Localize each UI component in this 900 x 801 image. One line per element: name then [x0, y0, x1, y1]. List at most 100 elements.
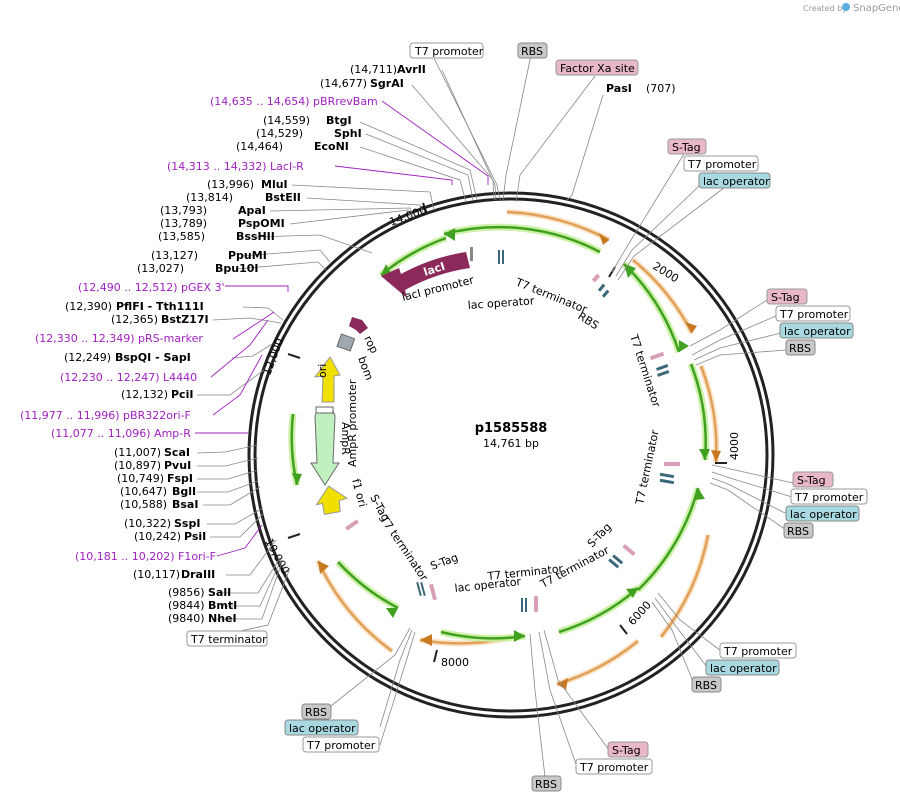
- site-name-salI: SalI: [208, 586, 231, 599]
- s-tag-b-label: S-Tag: [429, 551, 460, 573]
- box-t7-promoter-4: T7 promoter: [794, 491, 864, 504]
- site-pos-pspOMI: (13,789): [160, 217, 207, 230]
- primer-pGEX3: (12,490 .. 12,512) pGEX 3': [78, 281, 225, 294]
- site-name-avrII: AvrII: [397, 63, 426, 76]
- box-t7-promoter-1: T7 promoter: [414, 45, 484, 58]
- tick-label-8000: 8000: [441, 656, 469, 669]
- site-name-pflFI: PflFI - Tth111I: [116, 300, 204, 313]
- site-pos-avrII: (14,711): [350, 63, 397, 76]
- box-rbs-3: RBS: [787, 525, 809, 538]
- site-name-sspI: SspI: [174, 517, 200, 530]
- primer-Amp-R: (11,077 .. 11,096) Amp-R: [51, 427, 191, 440]
- lac-operator-b-label: lac operator: [454, 575, 522, 595]
- site-pos-mluI: (13,996): [207, 178, 254, 191]
- rop-arrow: [349, 317, 368, 334]
- site-pos-sphI: (14,529): [256, 127, 303, 140]
- ampr-promoter-label: AmpR promoter: [346, 379, 359, 467]
- site-name-btgI: BtgI: [326, 114, 352, 127]
- site-name-bssHII: BssHII: [236, 230, 275, 243]
- primer-pRS-marker: (12,330 .. 12,349) pRS-marker: [35, 332, 203, 345]
- green-arc-7: [337, 561, 399, 610]
- site-name-bstZ17I: BstZ17I: [161, 313, 209, 326]
- f1-ori-label: f1 ori: [349, 477, 369, 508]
- site-pos-bstZ17I: (12,365): [111, 313, 158, 326]
- ampr-promoter-box: [315, 406, 334, 414]
- s-tag-c-label: S-Tag: [367, 492, 392, 523]
- site-name-fspI: FspI: [167, 472, 193, 485]
- tick-label-12000: 12,000: [261, 336, 286, 377]
- site-pos-pciI: (12,132): [121, 388, 168, 401]
- primer-pBRrevBam: (14,635 .. 14,654) pBRrevBam: [210, 95, 378, 108]
- site-name-apaI: ApaI: [238, 204, 266, 217]
- backbone: [247, 191, 775, 719]
- lac-operator-label: lac operator: [467, 294, 535, 312]
- box-factor-xa-site: Factor Xa site: [560, 62, 635, 75]
- box-lac-operator-1: lac operator: [703, 175, 770, 188]
- site-pos-apaI: (13,793): [160, 204, 207, 217]
- site-pos-ecoNI: (14,464): [236, 140, 283, 153]
- site-pos-sgrAI: (14,677): [320, 77, 367, 90]
- box-rbs-1: RBS: [521, 45, 543, 58]
- primer-lines: [195, 100, 489, 557]
- site-name-ppuMI: PpuMI: [228, 249, 267, 262]
- site-pos-draIII: (10,117): [133, 568, 180, 581]
- site-pos-sspI: (10,322): [124, 517, 171, 530]
- tick-6000: [619, 624, 628, 635]
- site-name-bmtI: BmtI: [208, 599, 237, 612]
- box-rbs-5: RBS: [535, 778, 557, 791]
- tick-label-14000: 14,000: [388, 203, 429, 228]
- box-t7-promoter-3: T7 promoter: [779, 308, 849, 321]
- tick-label-6000: 6000: [626, 599, 654, 629]
- green-arc-4: [637, 487, 700, 591]
- site-pos-bssHII: (13,585): [158, 230, 205, 243]
- rbs-a-label: RBS: [575, 310, 601, 333]
- site-pos-bspQI: (12,249): [64, 351, 111, 364]
- primer-F1ori-F: (10,181 .. 10,202) F1ori-F: [75, 550, 216, 563]
- ori-arrow: [313, 356, 341, 403]
- box-lac-operator-3: lac operator: [790, 508, 857, 521]
- tick-10000: [287, 533, 301, 539]
- site-name-bpu10I: Bpu10I: [215, 262, 259, 275]
- tick-12000: [287, 353, 301, 359]
- box-t7-promoter-2: T7 promoter: [687, 158, 757, 171]
- site-pos-pvuI: (10,897): [114, 459, 161, 472]
- box-rbs-6: RBS: [305, 706, 327, 719]
- site-name-psiI: PsiI: [184, 530, 206, 543]
- box-t7-promoter-7: T7 promoter: [306, 739, 376, 752]
- arrowheads: [292, 228, 721, 690]
- t7-terminator-f-label: T7 terminator: [377, 513, 431, 584]
- box-lac-operator-4: lac operator: [710, 662, 777, 675]
- site-pos-salI: (9856): [168, 586, 205, 599]
- site-pos-bpu10I: (13,027): [137, 262, 184, 275]
- brand-logo: Created by SnapGene: [803, 3, 900, 14]
- site-name-pvuI: PvuI: [164, 459, 191, 472]
- bom-label: bom: [355, 355, 376, 382]
- rop-label: rop: [361, 334, 381, 356]
- site-pos-nheI: (9840): [168, 612, 205, 625]
- box-s-tag-3: S-Tag: [797, 474, 826, 487]
- box-s-tag-1: S-Tag: [672, 141, 701, 154]
- brand-created-by: Created by: [803, 4, 847, 13]
- box-rbs-2: RBS: [789, 342, 811, 355]
- box-t7-promoter-6: T7 promoter: [579, 761, 649, 774]
- box-t7-promoter-5: T7 promoter: [723, 645, 793, 658]
- plasmid-name: p1585588: [475, 421, 548, 436]
- box-t7-terminator-1: T7 terminator: [190, 633, 267, 646]
- box-lac-operator-2: lac operator: [784, 325, 851, 338]
- site-name-mluI: MluI: [261, 178, 288, 191]
- leader-lines: [196, 49, 794, 778]
- f1-ori-arrow: [315, 485, 349, 515]
- site-labels-left: (14,711) AvrII (14,677) SgrAI (14,559) B…: [64, 63, 426, 625]
- ampr-arrow: [310, 407, 340, 486]
- feature-boxes: T7 promoter RBS Factor Xa site S-Tag T7 …: [186, 42, 868, 792]
- site-name-nheI: NheI: [208, 612, 237, 625]
- tick-14000: [422, 202, 428, 215]
- bom-box: [336, 333, 356, 352]
- small-markers: [345, 247, 680, 612]
- lacI-feature: lacI: [381, 252, 470, 298]
- ampr-label: AmpR: [339, 422, 352, 455]
- primer-LacI-R: (14,313 .. 14,332) LacI-R: [167, 160, 304, 173]
- site-name-bglI: BglI: [172, 485, 196, 498]
- tick-8000: [433, 649, 438, 663]
